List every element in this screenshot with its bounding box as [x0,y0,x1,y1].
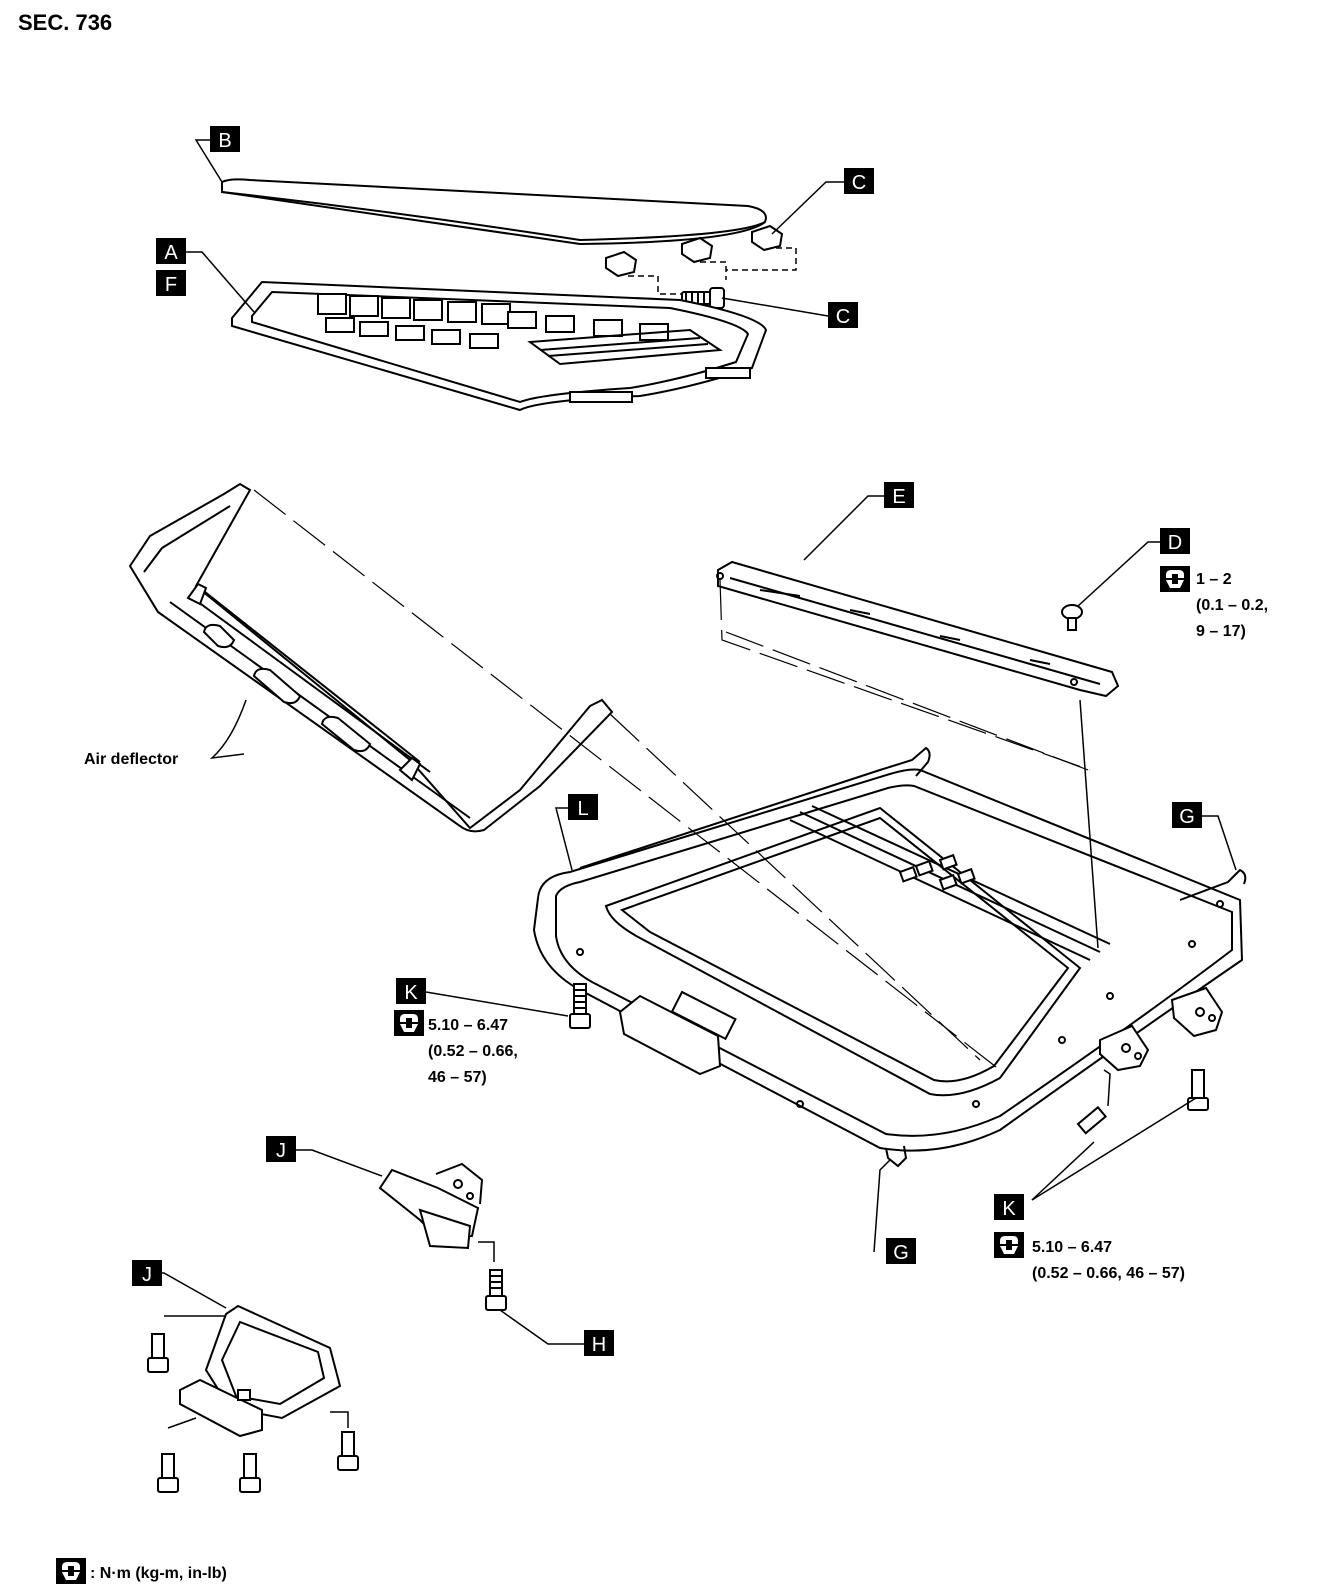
callout-K-right: K [994,1194,1024,1220]
svg-text:J: J [142,1264,152,1286]
callout-C-bottom: C [828,302,858,328]
svg-text:J: J [276,1140,286,1162]
rear-rail-bolt [1061,604,1083,631]
svg-text:K: K [1002,1198,1016,1220]
motor-bolt [485,1269,507,1311]
motor-bracket [179,1304,342,1438]
air-deflector [128,482,614,833]
rail-brackets [1076,986,1224,1135]
callout-J-upper: J [266,1136,296,1162]
callout-B: B [210,126,240,152]
torque-K-right-line2: (0.52 – 0.66, 46 – 57) [1032,1265,1185,1282]
callout-D: D [1160,528,1190,554]
torque-icon [56,1558,86,1584]
section-title: SEC. 736 [18,10,112,35]
svg-text:E: E [892,486,905,508]
torque-D-line2: (0.1 – 0.2, [1196,597,1268,614]
air-deflector-label: Air deflector [84,751,178,768]
callout-C-top: C [844,168,874,194]
torque-K-left-line1: 5.10 – 6.47 [428,1017,508,1034]
projection-lines [253,489,1091,1071]
svg-text:B: B [218,130,231,152]
svg-text:D: D [1168,532,1182,554]
svg-text:L: L [577,798,588,820]
svg-text:K: K [404,982,418,1004]
lid-frame [231,280,768,412]
svg-text:F: F [165,274,177,296]
torque-icon [394,1010,424,1036]
svg-text:G: G [1179,806,1195,828]
glass-lid [221,178,767,246]
callout-H: H [584,1330,614,1356]
callout-J-lower: J [132,1260,162,1286]
svg-text:C: C [836,306,850,328]
callout-F: F [156,270,186,296]
torque-icon [994,1232,1024,1258]
svg-text:A: A [164,242,178,264]
torque-K-right-line1: 5.10 – 6.47 [1032,1239,1112,1256]
frame-bolt-left [569,983,591,1029]
svg-text:H: H [592,1334,606,1356]
torque-K-left-line3: 46 – 57) [428,1069,487,1086]
svg-text:G: G [893,1242,909,1264]
callout-A: A [156,238,186,264]
callout-L: L [568,794,598,820]
bracket-bolts [147,1333,359,1493]
torque-icon [1160,566,1190,592]
drive-motor [378,1162,484,1250]
torque-D-line3: 9 – 17) [1196,623,1246,640]
rear-rail [716,560,1120,698]
callout-G-bottom: G [886,1238,916,1264]
torque-D-line1: 1 – 2 [1196,571,1232,588]
callout-G-right: G [1172,802,1202,828]
svg-text:C: C [852,172,866,194]
clip-dashed-links [628,247,797,295]
callout-E: E [884,482,914,508]
sunroof-frame [532,746,1247,1168]
callout-K-left: K [396,978,426,1004]
legend-text: : N·m (kg-m, in-lb) [90,1565,227,1582]
torque-K-left-line2: (0.52 – 0.66, [428,1043,518,1060]
